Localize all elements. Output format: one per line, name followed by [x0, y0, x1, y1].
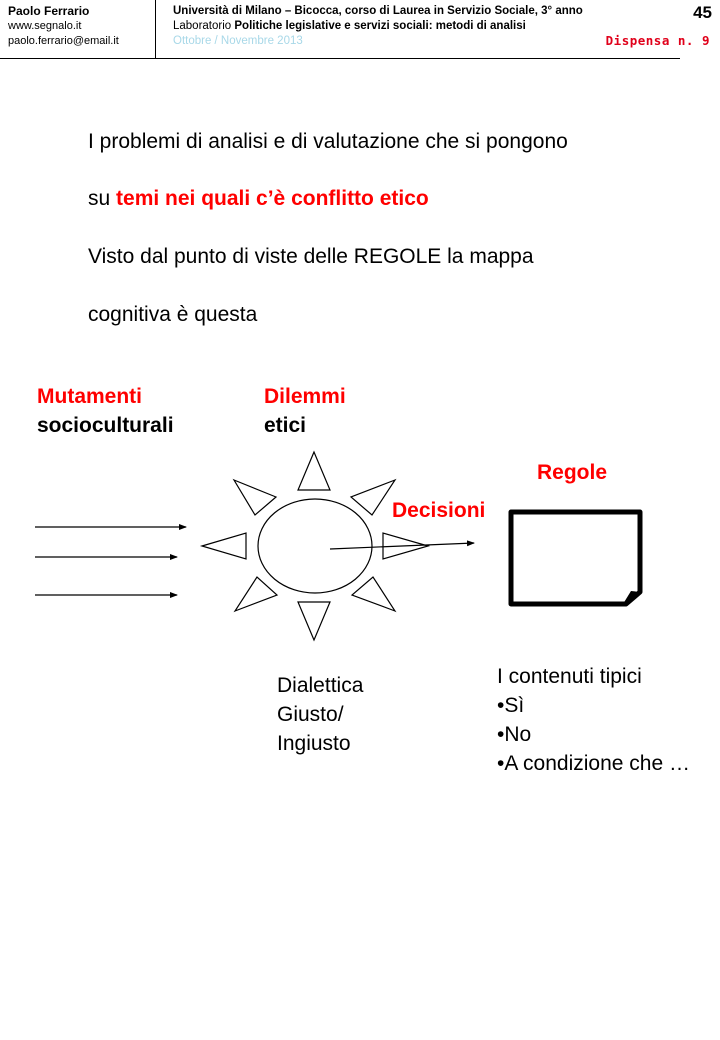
intro-line-2-prefix: su	[88, 187, 117, 210]
etici-label: etici	[264, 414, 307, 437]
author-site: www.segnalo.it	[8, 20, 82, 32]
dialettica-line-1: Dialettica	[277, 674, 364, 697]
regole-label: Regole	[537, 461, 608, 484]
intro-line-2: su temi nei quali c’è conflitto etico	[88, 187, 429, 211]
dialettica-text: Dialettica Giusto/ Ingiusto	[277, 671, 363, 758]
document-icon	[508, 509, 643, 607]
dispensa-label: Dispensa n. 9	[605, 33, 710, 48]
contenuti-item: •No	[497, 723, 532, 746]
contenuti-item: •A condizione che …	[497, 752, 690, 775]
intro-line-1: I problemi di analisi e di valutazione c…	[88, 130, 568, 153]
lab-prefix: Laboratorio	[173, 20, 235, 32]
header-divider-vertical	[155, 0, 156, 58]
lab-title: Politiche legislative e servizi sociali:…	[234, 20, 526, 32]
lab-line: Laboratorio Politiche legislative e serv…	[173, 19, 673, 34]
course-line: Università di Milano – Bicocca, corso di…	[173, 5, 583, 17]
intro-highlight: temi nei quali c’è conflitto etico	[116, 187, 429, 210]
page-number: 45	[693, 3, 712, 22]
dialettica-line-3: Ingiusto	[277, 732, 351, 755]
input-arrows	[35, 524, 187, 598]
sun-icon	[199, 450, 431, 642]
decision-arrow	[329, 540, 475, 550]
contenuti-title: I contenuti tipici	[497, 665, 642, 688]
socioculturali-label: socioculturali	[37, 414, 174, 437]
course-block: Università di Milano – Bicocca, corso di…	[173, 4, 673, 49]
author-name: Paolo Ferrario	[8, 4, 90, 18]
course-date: Ottobre / Novembre 2013	[173, 35, 303, 47]
intro-line-4: cognitiva è questa	[88, 303, 258, 326]
contenuti-list: I contenuti tipici •Sì •No •A condizione…	[497, 662, 690, 778]
header-divider-horizontal	[0, 58, 680, 59]
intro-line-3: Visto dal punto di viste delle REGOLE la…	[88, 245, 534, 268]
dialettica-line-2: Giusto/	[277, 703, 344, 726]
dilemmi-label: Dilemmi	[264, 385, 346, 408]
author-block: Paolo Ferrario www.segnalo.it paolo.ferr…	[8, 4, 154, 49]
decisioni-label: Decisioni	[392, 499, 486, 522]
mutamenti-label: Mutamenti	[37, 385, 142, 408]
author-email: paolo.ferrario@email.it	[8, 35, 119, 47]
contenuti-item: •Sì	[497, 694, 525, 717]
